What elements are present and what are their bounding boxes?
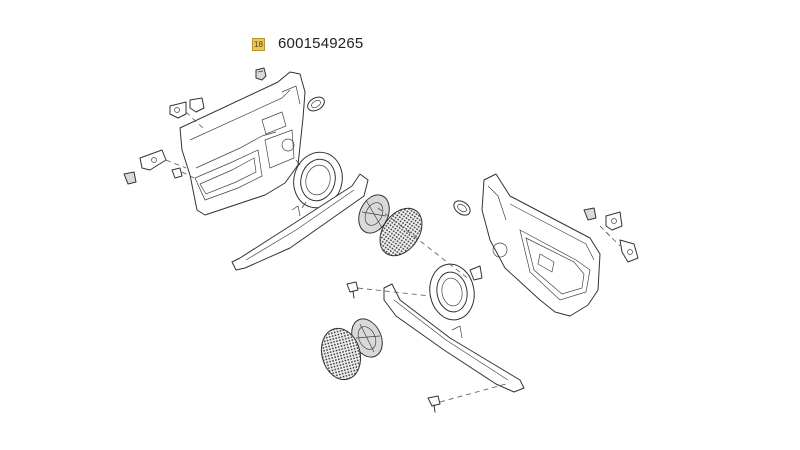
upper-speaker-part [358,194,390,234]
left-bracket-parts [123,97,206,185]
upper-armrest-strip [231,173,369,271]
lower-armrest-strip [383,283,525,393]
screw-parts [346,207,507,413]
upper-speaker-grille [379,207,423,257]
lower-speaker-adapter-ring [429,263,483,321]
lower-speaker-grille [320,327,362,381]
part-callout-tag[interactable]: 18 [252,38,265,51]
right-grommet-part [453,200,471,216]
upper-speaker-adapter-ring [293,151,343,209]
grommet-part [307,96,325,112]
right-bracket-parts [583,207,639,263]
left-door-trim-panel [179,71,306,216]
trim-clip-part [255,67,267,81]
part-number-label[interactable]: 6001549265 [278,35,364,52]
right-door-trim-panel [481,173,601,317]
